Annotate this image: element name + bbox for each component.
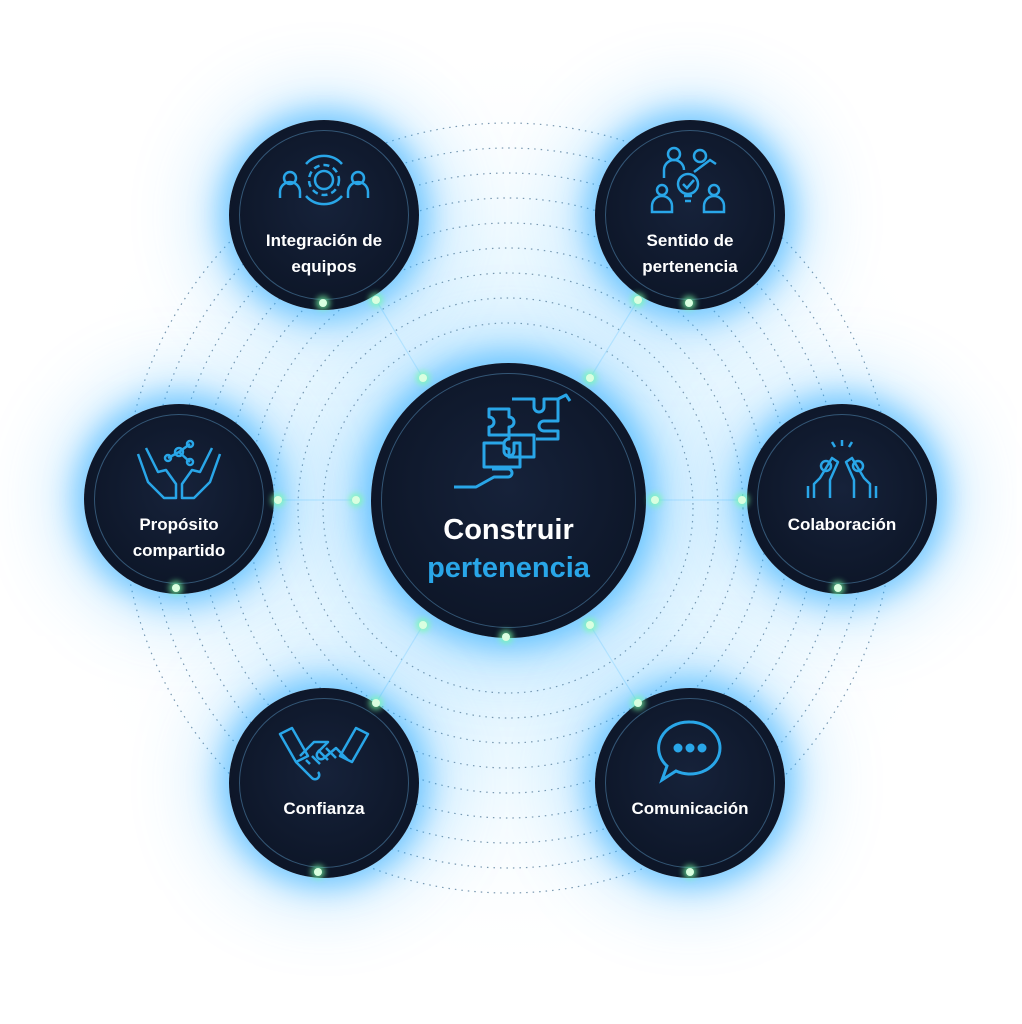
node-comunicacion: Comunicación [595,688,785,878]
node-colaboracion: Colaboración [747,404,937,594]
glow-dot [834,584,842,592]
node-confianza: Confianza [229,688,419,878]
glow-dot [586,374,594,382]
glow-dot [686,868,694,876]
node-confianza-line1: Confianza [283,799,365,818]
glow-dot [738,496,746,504]
node-proposito-line2: compartido [132,541,226,560]
glow-dot [319,299,327,307]
node-sentido-line2: pertenencia [642,257,738,276]
node-integracion-line1: Integración de [265,231,383,250]
node-integracion-line2: equipos [291,257,357,276]
glow-dot [685,299,693,307]
puzzle-hand-icon [444,391,574,506]
node-sentido: Sentido de pertenencia [595,120,785,310]
glow-dot [586,621,594,629]
node-comunicacion-line1: Comunicación [631,799,749,818]
glow-dot [419,374,427,382]
high-five-icon [804,436,880,507]
center-title-line2: pertenencia [427,552,590,584]
glow-dot [651,496,659,504]
glow-dot [634,699,642,707]
team-gear-icon [276,150,372,215]
chat-bubble-icon [654,718,726,789]
group-idea-icon [650,144,730,221]
node-colaboracion-line1: Colaboración [787,515,897,534]
glow-dot [372,296,380,304]
center-node-ring [381,373,636,628]
glow-dot [372,699,380,707]
handshake-icon [278,726,370,787]
hands-network-icon [134,434,224,505]
glow-dot [274,496,282,504]
node-sentido-line1: Sentido de [646,231,734,250]
glow-dot [419,621,427,629]
node-integracion: Integración de equipos [229,120,419,310]
node-proposito: Propósito compartido [84,404,274,594]
glow-dot [172,584,180,592]
glow-dot [352,496,360,504]
node-proposito-line1: Propósito [139,515,219,534]
center-title-line1: Construir [443,514,574,546]
glow-dot [634,296,642,304]
connector-lines [278,299,742,704]
glow-dot [502,633,510,641]
glow-dot [314,868,322,876]
center-node: Construir pertenencia [371,363,646,638]
